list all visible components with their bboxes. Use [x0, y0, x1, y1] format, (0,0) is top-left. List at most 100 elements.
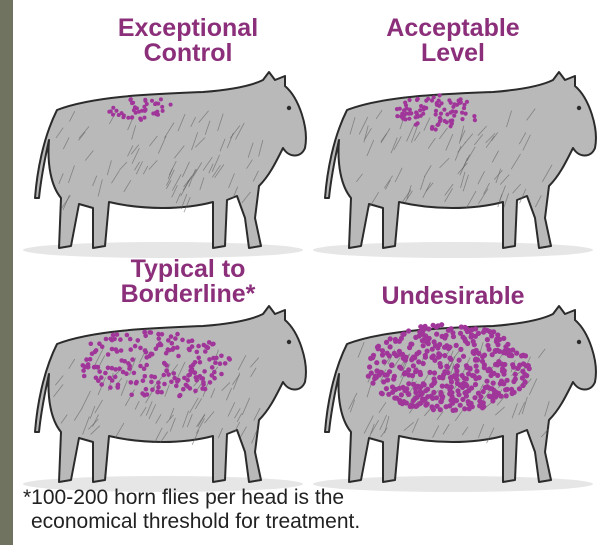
horn-fly-dot [181, 387, 186, 392]
horn-fly-dot [509, 353, 514, 358]
horn-fly-dot [89, 342, 94, 347]
horn-fly-dot [464, 363, 469, 368]
horn-fly-dot [167, 348, 172, 353]
horn-fly-dot [398, 107, 402, 111]
horn-fly-dot [462, 376, 467, 381]
horn-fly-dot [457, 358, 462, 363]
horn-fly-dot [414, 110, 418, 114]
horn-fly-dot [207, 357, 212, 362]
horn-fly-dot [429, 404, 434, 409]
horn-fly-dot [495, 332, 500, 337]
horn-fly-dot [460, 111, 464, 115]
horn-fly-dot [208, 380, 213, 385]
horn-fly-dot [108, 337, 113, 342]
horn-fly-dot [196, 356, 201, 361]
horn-fly-dot [451, 408, 456, 413]
horn-fly-dot [442, 335, 447, 340]
horn-fly-dot [392, 395, 397, 400]
horn-fly-dot [513, 377, 518, 382]
horn-fly-dot [203, 349, 208, 354]
horn-fly-dot [398, 399, 403, 404]
horn-fly-dot [427, 370, 432, 375]
horn-fly-dot [121, 115, 125, 119]
horn-fly-dot [88, 357, 93, 362]
horn-fly-dot [447, 345, 452, 350]
horn-fly-dot [501, 381, 506, 386]
horn-fly-dot [485, 337, 490, 342]
horn-fly-dot [520, 369, 525, 374]
title-line: Typical to [131, 255, 246, 283]
horn-fly-dot [437, 361, 442, 366]
horn-fly-dot [510, 362, 515, 367]
horn-fly-dot [403, 358, 408, 363]
horn-fly-dot [189, 364, 194, 369]
horn-fly-dot [203, 387, 208, 392]
horn-fly-dot [440, 384, 445, 389]
horn-fly-dot [465, 341, 470, 346]
horn-fly-dot [211, 356, 216, 361]
horn-fly-dot [180, 338, 185, 343]
horn-fly-dot [155, 390, 160, 395]
horn-fly-dot [133, 344, 138, 349]
horn-fly-dot [421, 343, 426, 348]
horn-fly-dot [482, 327, 487, 332]
horn-fly-dot [193, 360, 198, 365]
horn-fly-dot [207, 340, 212, 345]
horn-fly-dot [478, 394, 483, 399]
horn-fly-dot [520, 375, 525, 380]
horn-fly-dot [212, 376, 217, 381]
horn-fly-dot [395, 114, 399, 118]
horn-fly-dot [442, 108, 446, 112]
horn-fly-dot [466, 402, 471, 407]
horn-fly-dot [115, 349, 120, 354]
horn-fly-dot [434, 332, 439, 337]
horn-fly-dot [419, 114, 423, 118]
horn-fly-dot [432, 95, 436, 99]
horn-fly-dot [482, 353, 487, 358]
horn-fly-dot [404, 103, 408, 107]
horn-fly-dot [213, 360, 218, 365]
horn-fly-dot [170, 341, 175, 346]
footnote: *100-200 horn flies per head is the econ… [23, 486, 583, 534]
horn-fly-dot [504, 393, 509, 398]
horn-fly-dot [153, 111, 157, 115]
horn-fly-dot [129, 380, 134, 385]
horn-fly-dot [161, 109, 165, 113]
horn-fly-dot [169, 380, 174, 385]
horn-fly-dot [201, 376, 206, 381]
horn-fly-dot [419, 104, 423, 108]
cow-eye [577, 340, 581, 344]
cow-eye [287, 340, 291, 344]
horn-fly-dot [415, 384, 420, 389]
panel-title-exceptional: Exceptional Control [43, 16, 333, 66]
horn-fly-dot [366, 374, 371, 379]
horn-fly-dot [423, 403, 428, 408]
horn-fly-dot [499, 361, 504, 366]
horn-fly-dot [149, 330, 154, 335]
horn-fly-dot [202, 369, 207, 374]
horn-fly-dot [384, 386, 389, 391]
horn-fly-dot [389, 363, 394, 368]
horn-fly-dot [423, 337, 428, 342]
horn-fly-dot [385, 351, 390, 356]
horn-fly-dot [414, 368, 419, 373]
horn-fly-dot [115, 332, 120, 337]
horn-fly-dot [169, 103, 173, 107]
horn-fly-dot [442, 353, 447, 358]
horn-fly-dot [159, 390, 164, 395]
horn-fly-dot [501, 372, 506, 377]
horn-fly-dot [431, 323, 436, 328]
horn-fly-dot [407, 117, 411, 121]
horn-fly-dot [491, 381, 496, 386]
horn-fly-dot [521, 383, 526, 388]
horn-fly-dot [128, 337, 133, 342]
horn-fly-dot [113, 375, 118, 380]
horn-fly-dot [403, 117, 407, 121]
horn-fly-dot [119, 348, 124, 353]
panel-title-acceptable: Acceptable Level [308, 16, 598, 66]
horn-fly-dot [210, 365, 215, 370]
horn-fly-dot [121, 370, 126, 375]
horn-fly-dot [145, 392, 150, 397]
horn-fly-dot [462, 103, 466, 107]
horn-fly-dot [154, 101, 158, 105]
